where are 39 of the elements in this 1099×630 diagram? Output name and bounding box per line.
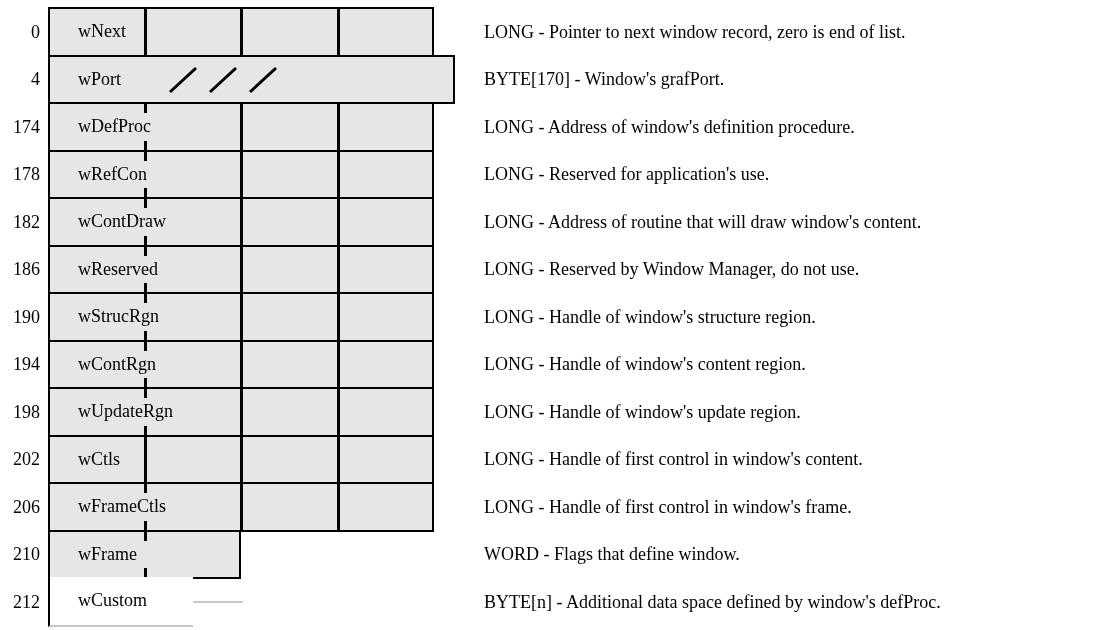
field-description: LONG - Pointer to next window record, zero is end of list. [484, 21, 906, 42]
offset-label: 174 [12, 116, 40, 137]
field-box: wFrameCtls [48, 482, 434, 532]
field-box: wFrame [48, 529, 241, 579]
offset-label: 210 [12, 544, 40, 565]
field-description: LONG - Address of window's definition procedure. [484, 116, 855, 137]
field-box: wContRgn [48, 339, 434, 389]
offset-label: 0 [30, 21, 40, 42]
field-description: LONG - Reserved for application's use. [484, 164, 770, 185]
field-description: LONG - Handle of window's content region. [484, 354, 806, 375]
field-description: LONG - Handle of first control in window's frame. [484, 496, 852, 517]
field-box: wStrucRgn [48, 292, 434, 342]
field-box: wNext [48, 7, 434, 57]
field-description: LONG - Reserved by Window Manager, do not use. [484, 259, 860, 280]
field-description: LONG - Handle of first control in window's content. [484, 449, 863, 470]
field-box: wUpdateRgn [48, 387, 434, 437]
offset-label: 198 [12, 401, 40, 422]
offset-label: 206 [12, 496, 40, 517]
field-box: wRefCon [48, 149, 434, 199]
field-box: wReserved [48, 244, 434, 294]
offset-label: 182 [12, 211, 40, 232]
field-box: wDefProc [48, 102, 434, 152]
field-box: wCtls [48, 434, 434, 484]
field-description: LONG - Handle of window's update region. [484, 401, 801, 422]
field-description: BYTE[170] - Window's grafPort. [484, 69, 725, 90]
offset-label: 190 [12, 306, 40, 327]
field-description: BYTE[n] - Additional data space defined by window's defProc. [484, 591, 941, 612]
field-box: wContDraw [48, 197, 434, 247]
offset-label: 212 [12, 591, 40, 612]
offset-label: 178 [12, 164, 40, 185]
field-description: WORD - Flags that define window. [484, 544, 740, 565]
field-description: LONG - Handle of window's structure region. [484, 306, 816, 327]
offset-label: 186 [12, 259, 40, 280]
offset-label: 4 [30, 69, 40, 90]
field-box: wPort [48, 54, 455, 104]
field-description: LONG - Address of routine that will draw window's content. [484, 211, 922, 232]
field-box: wCustom [48, 577, 193, 627]
offset-label: 202 [12, 449, 40, 470]
offset-label: 194 [12, 354, 40, 375]
